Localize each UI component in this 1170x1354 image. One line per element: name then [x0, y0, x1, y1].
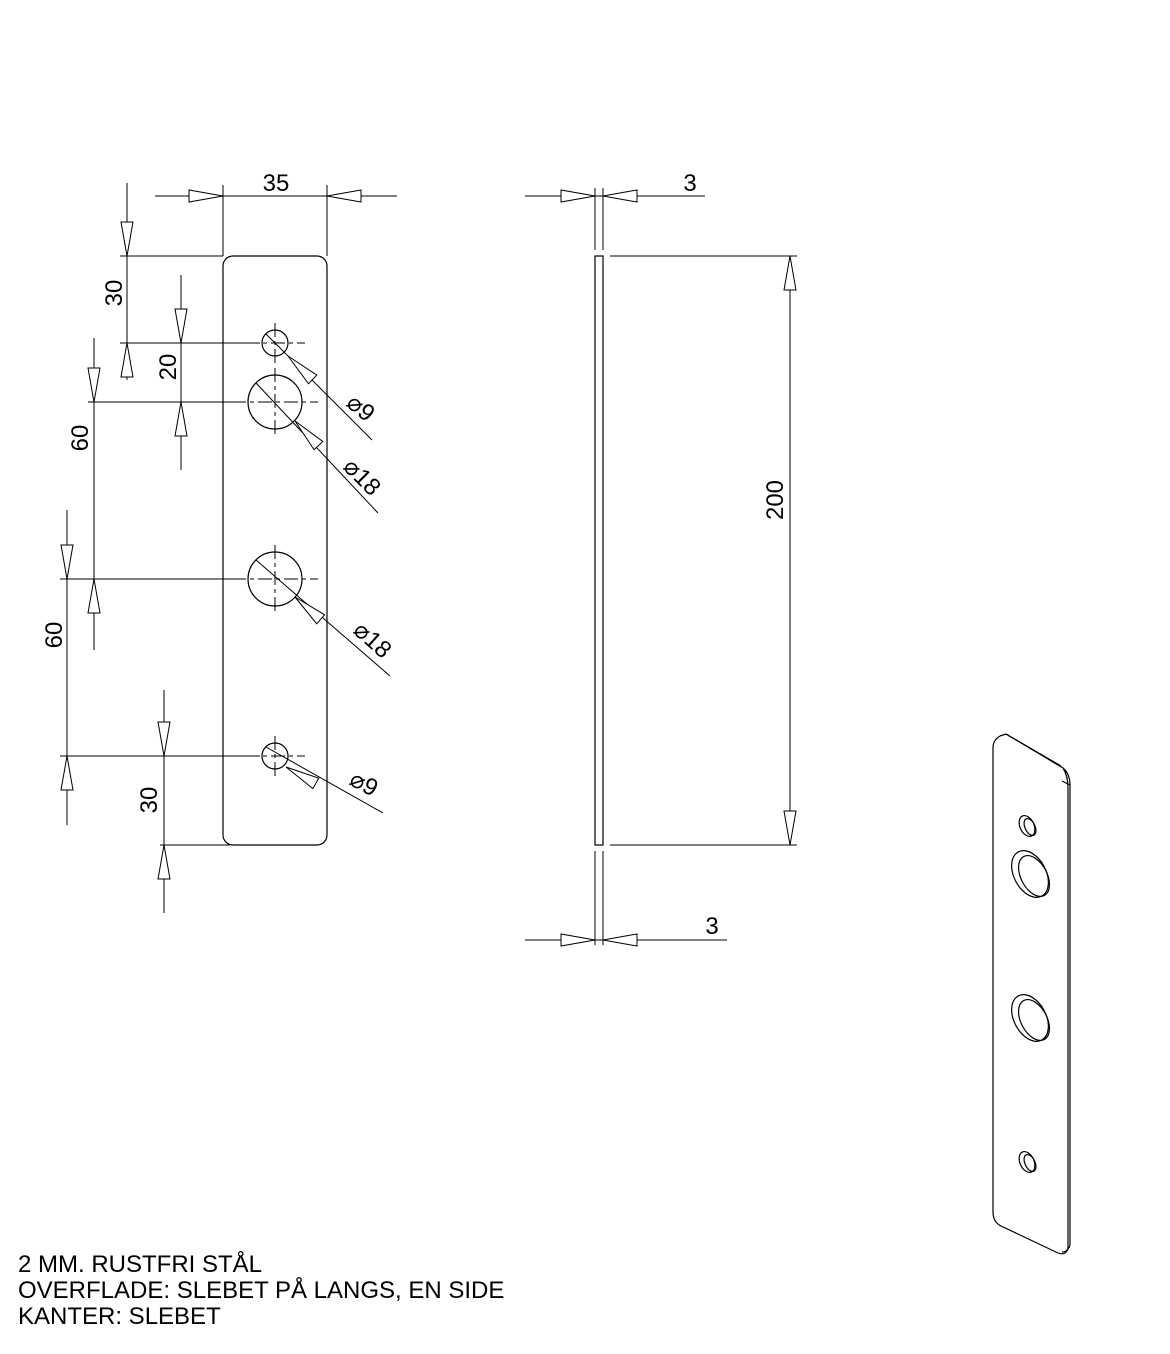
- dimension-arrowhead: [285, 766, 320, 790]
- dim-hole-spacing-20: 20: [155, 354, 182, 381]
- dimension-arrowhead: [120, 342, 134, 378]
- hole-large-lower: [232, 545, 318, 613]
- dimension-arrowhead: [87, 367, 101, 403]
- dimension-arrowhead: [294, 596, 326, 625]
- note-surface: OVERFLADE: SLEBET PÅ LANGS, EN SIDE: [18, 1277, 505, 1304]
- dim-bottom-offset: 30: [136, 787, 163, 814]
- dimension-arrowhead: [783, 810, 797, 846]
- dimension-arrowhead: [87, 578, 101, 614]
- dimension-arrowhead: [60, 755, 74, 791]
- material-notes: 2 MM. RUSTFRI STÅL OVERFLADE: SLEBET PÅ …: [18, 1252, 504, 1330]
- dimension-arrowhead: [188, 189, 224, 203]
- dim-width: 35: [263, 170, 290, 197]
- dim-top-offset: 30: [101, 280, 128, 307]
- callout-dia-18-upper: ⌀18: [338, 453, 386, 501]
- dimension-arrowhead: [174, 308, 188, 344]
- dim-hole-spacing-60b: 60: [41, 622, 68, 649]
- dim-thickness-bottom: 3: [705, 913, 718, 940]
- dim-hole-spacing-60a: 60: [67, 425, 94, 452]
- note-material: 2 MM. RUSTFRI STÅL: [18, 1251, 263, 1278]
- dimension-arrowhead: [326, 189, 362, 203]
- dim-length: 200: [762, 480, 789, 520]
- side-view: 3 3 200: [525, 170, 797, 947]
- note-edges: KANTER: SLEBET: [18, 1303, 221, 1330]
- dimension-arrowhead: [60, 544, 74, 580]
- dimension-arrowhead: [157, 844, 171, 880]
- dimension-arrowhead: [560, 933, 596, 947]
- dimension-arrowhead: [602, 933, 638, 947]
- dimension-arrowhead: [174, 401, 188, 437]
- dimension-arrowhead: [287, 355, 318, 385]
- dim-thickness-top: 3: [683, 170, 696, 197]
- dimension-arrowhead: [602, 189, 638, 203]
- callout-dia-9-bottom: ⌀9: [345, 765, 382, 802]
- dimension-arrowhead: [294, 420, 324, 451]
- callout-dia-18-lower: ⌀18: [348, 616, 397, 664]
- plate-side-outline: [594, 255, 604, 846]
- dimension-arrowhead: [120, 221, 134, 257]
- isometric-view: [992, 733, 1071, 1255]
- plate-outline: [222, 255, 328, 846]
- dimension-arrowhead: [157, 721, 171, 757]
- dimension-arrowhead: [783, 255, 797, 291]
- dimension-arrowhead: [560, 189, 596, 203]
- front-view: 35 30 20 60 60 30 ⌀9 ⌀18 ⌀18 ⌀9: [41, 170, 397, 913]
- hole-large-upper: [232, 368, 318, 436]
- callout-dia-9-top: ⌀9: [341, 389, 380, 428]
